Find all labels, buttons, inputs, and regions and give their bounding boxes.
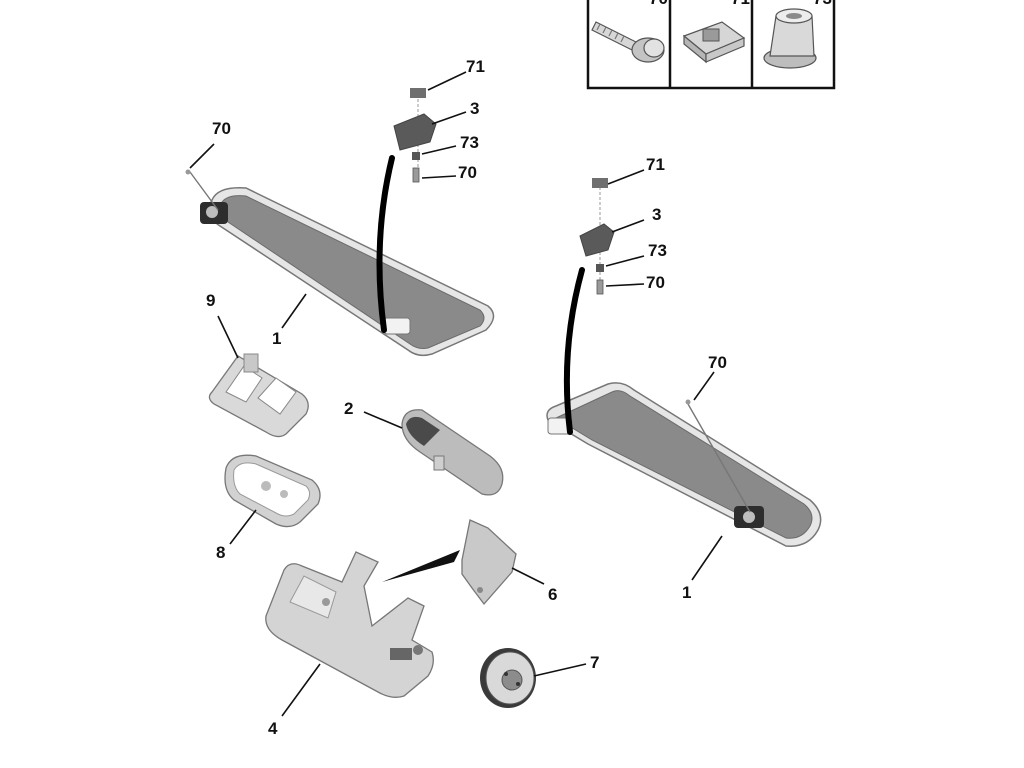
callout-right-visor: 1 (682, 583, 691, 602)
inset-label-71: 71 (731, 0, 750, 8)
callout-frame: 9 (206, 291, 215, 310)
right-sun-visor (546, 382, 822, 547)
left-visor-wire (189, 171, 219, 211)
speaker-part (480, 648, 536, 708)
right-visor-cable (563, 267, 585, 435)
left-sun-visor (200, 187, 495, 357)
right-visor-wire (687, 403, 751, 513)
right-visor-pivot (734, 506, 764, 528)
inset-label-70: 70 (649, 0, 668, 8)
callout-right-clip: 71 (646, 155, 665, 174)
lamp-housing (224, 454, 321, 528)
callout-console: 4 (268, 719, 278, 738)
callout-left-clip: 71 (466, 57, 485, 76)
callout-right-visor-screw: 70 (708, 353, 727, 372)
callout-mirror: 2 (344, 399, 353, 418)
right-bracket-stack (579, 178, 615, 295)
left-screw (412, 167, 420, 183)
left-rivet (412, 152, 420, 160)
left-visor-pivot (200, 202, 228, 224)
left-clip (410, 88, 426, 98)
callout-cover-plate: 6 (548, 585, 557, 604)
right-rivet (596, 264, 604, 272)
inset-label-73: 73 (813, 0, 832, 8)
right-visor-screw (685, 399, 691, 405)
callout-speaker: 7 (590, 653, 599, 672)
callout-right-screw: 70 (646, 273, 665, 292)
clip-nut-icon (682, 21, 746, 64)
cover-pointer-wedge (382, 550, 460, 582)
callout-numbers: 71 3 73 70 70 1 9 2 8 6 7 4 71 3 73 70 7… (206, 57, 727, 738)
right-clip (592, 178, 608, 188)
right-bracket (579, 223, 615, 257)
screw-icon (591, 21, 665, 63)
callout-right-bracket: 3 (652, 205, 661, 224)
callout-left-screw: 70 (458, 163, 477, 182)
callout-left-visor: 1 (272, 329, 281, 348)
overhead-console (265, 551, 434, 698)
callout-lamp-housing: 8 (216, 543, 225, 562)
callout-right-rivet: 73 (648, 241, 667, 260)
callout-left-bracket: 3 (470, 99, 479, 118)
callout-left-visor-screw: 70 (212, 119, 231, 138)
callout-left-rivet: 73 (460, 133, 479, 152)
rivet-nut-icon (763, 8, 817, 69)
left-visor-cable (376, 155, 395, 333)
right-screw (596, 279, 604, 295)
cover-plate (461, 519, 517, 606)
leader-lines (189, 71, 723, 717)
inset-parts-table: 70 71 73 (586, 0, 836, 90)
rearview-mirror (401, 409, 504, 496)
left-visor-screw (185, 169, 191, 175)
frame-part (208, 353, 309, 438)
left-bracket (393, 113, 437, 151)
left-bracket-stack (393, 88, 437, 183)
